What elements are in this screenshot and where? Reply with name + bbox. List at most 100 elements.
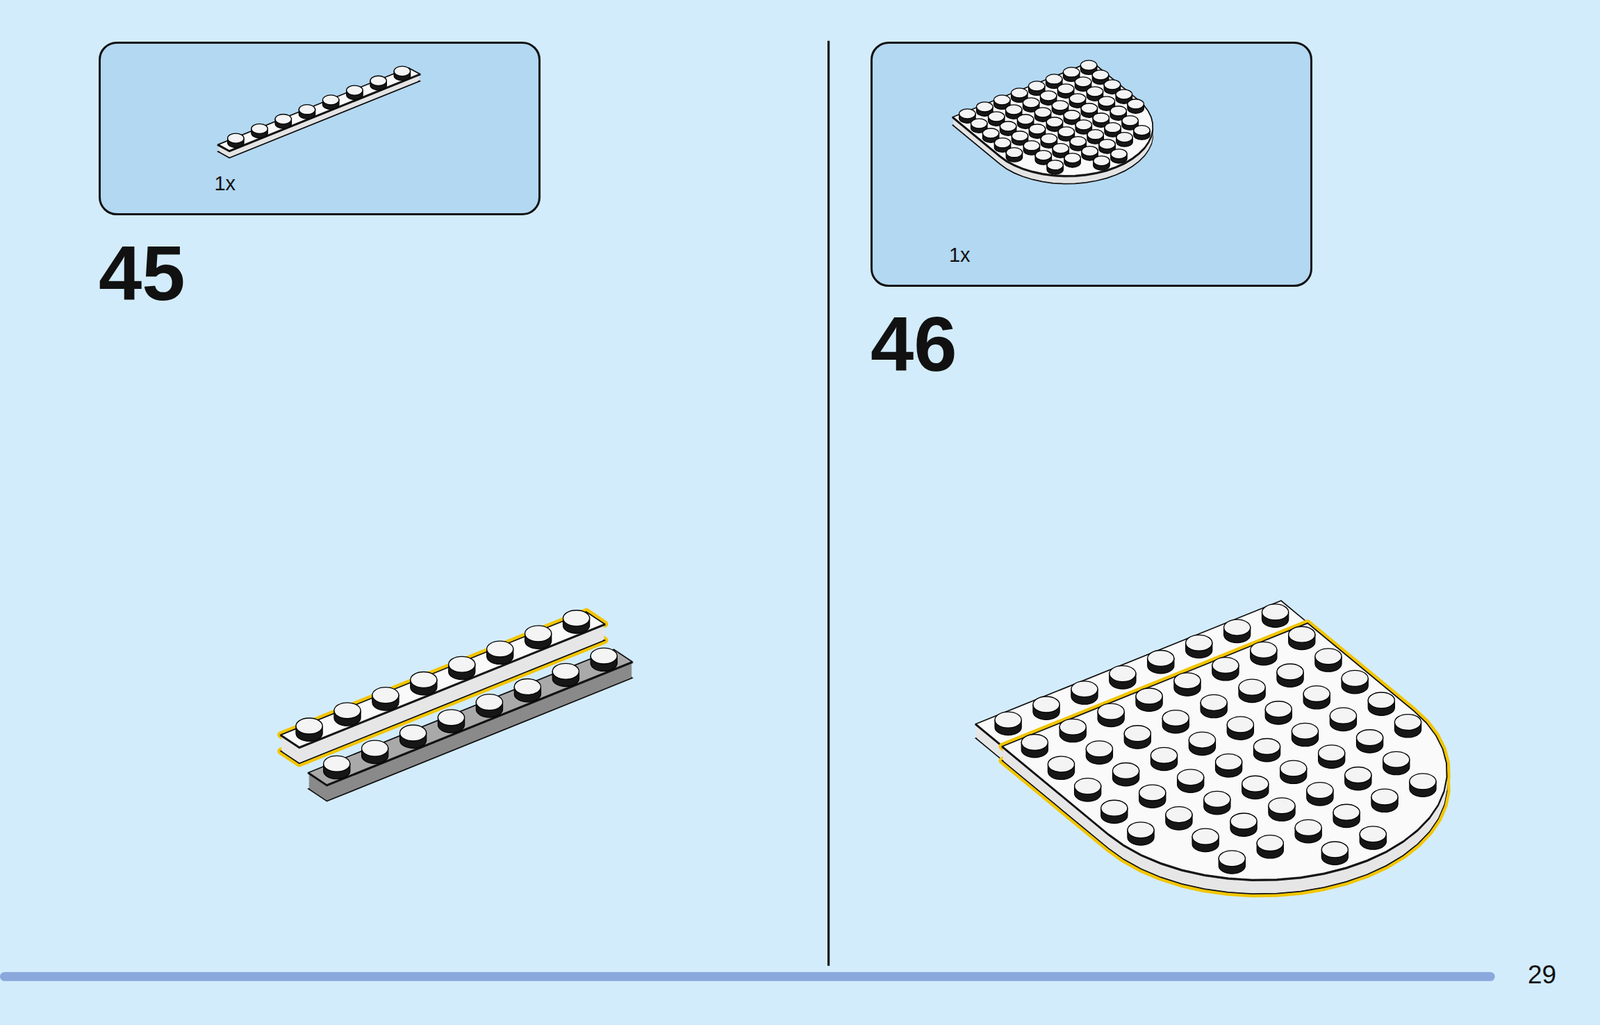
stud (1116, 132, 1133, 143)
stud (1238, 679, 1266, 696)
quantity-label: 1x (213, 173, 236, 194)
stud (1147, 650, 1175, 667)
stud (1253, 739, 1280, 756)
stud (1356, 730, 1384, 747)
stud (1177, 769, 1204, 786)
stud (959, 109, 976, 119)
stud (987, 111, 1004, 122)
stud (971, 118, 988, 129)
stud (1192, 828, 1219, 845)
stud (1203, 791, 1231, 808)
stud (1315, 648, 1342, 665)
stud (1139, 785, 1166, 802)
stud (1329, 707, 1357, 724)
stud (1110, 149, 1127, 160)
lego-plate (1002, 623, 1448, 895)
stud (393, 66, 410, 76)
stud (251, 123, 268, 134)
stud (1081, 103, 1098, 114)
callout-fill (870, 41, 1313, 287)
stud (1345, 767, 1372, 784)
stud (1022, 97, 1039, 108)
stud (1062, 67, 1079, 78)
page-number: 29 (1527, 962, 1557, 988)
stud (1035, 150, 1052, 161)
stud (370, 75, 387, 86)
stud (1265, 701, 1292, 718)
stud (399, 725, 426, 742)
stud (1075, 120, 1092, 130)
stud (1052, 143, 1069, 154)
lego-plate (953, 60, 1154, 185)
stud (1080, 60, 1097, 71)
stud (437, 710, 465, 727)
part-shape (1002, 623, 1448, 880)
stud (562, 610, 590, 627)
stud (1040, 134, 1057, 144)
divider (827, 40, 830, 967)
stud (1064, 153, 1081, 164)
stud (1023, 141, 1040, 151)
lego-plate (280, 610, 605, 765)
stud (1122, 116, 1138, 126)
stud (1333, 804, 1360, 821)
stud (1046, 117, 1063, 128)
stud (982, 128, 999, 139)
stud (994, 138, 1011, 148)
stud (1200, 694, 1227, 711)
stud (514, 678, 541, 695)
stud (346, 85, 363, 96)
stud (1051, 100, 1068, 111)
stud (1047, 756, 1075, 773)
stud (1367, 692, 1395, 709)
stud (1058, 127, 1075, 137)
stud (1045, 74, 1062, 85)
stud (448, 656, 476, 673)
highlight (280, 612, 605, 748)
stud (1011, 88, 1028, 98)
stud (1359, 826, 1387, 843)
stud (1112, 762, 1139, 779)
stud (1127, 99, 1144, 110)
stud (1087, 129, 1104, 140)
stud (1028, 81, 1045, 92)
stud (1162, 710, 1189, 727)
stud (590, 648, 617, 665)
stud (1383, 751, 1410, 768)
stud (1135, 688, 1163, 705)
stud (1341, 670, 1368, 687)
part-shape (218, 68, 420, 151)
part-shape (953, 65, 1154, 180)
stud (1288, 626, 1316, 643)
stud (1127, 822, 1154, 839)
stud (275, 113, 292, 124)
stud (1104, 122, 1121, 133)
stud (1291, 723, 1318, 740)
stud (1394, 714, 1421, 731)
stud (1011, 131, 1028, 142)
stud (1188, 732, 1216, 749)
stud (1212, 657, 1239, 674)
stud (1074, 778, 1102, 795)
part-shape (953, 63, 1154, 178)
stud (1124, 726, 1151, 742)
stud (1268, 798, 1296, 815)
stud (487, 641, 514, 658)
stud (1046, 160, 1063, 171)
stud (323, 755, 351, 772)
stud (1092, 70, 1109, 80)
stud (1115, 89, 1132, 100)
part-shape (308, 649, 633, 786)
stud (1059, 719, 1086, 736)
stud (372, 687, 399, 704)
stud (1028, 124, 1045, 135)
step-number: 45 (98, 234, 186, 313)
stud (1005, 104, 1022, 115)
stud (1110, 106, 1127, 117)
parts-callout: 1x (98, 41, 541, 216)
stud (410, 671, 437, 688)
stud (1280, 760, 1307, 777)
callout-fill (99, 41, 542, 216)
stud (999, 121, 1016, 132)
